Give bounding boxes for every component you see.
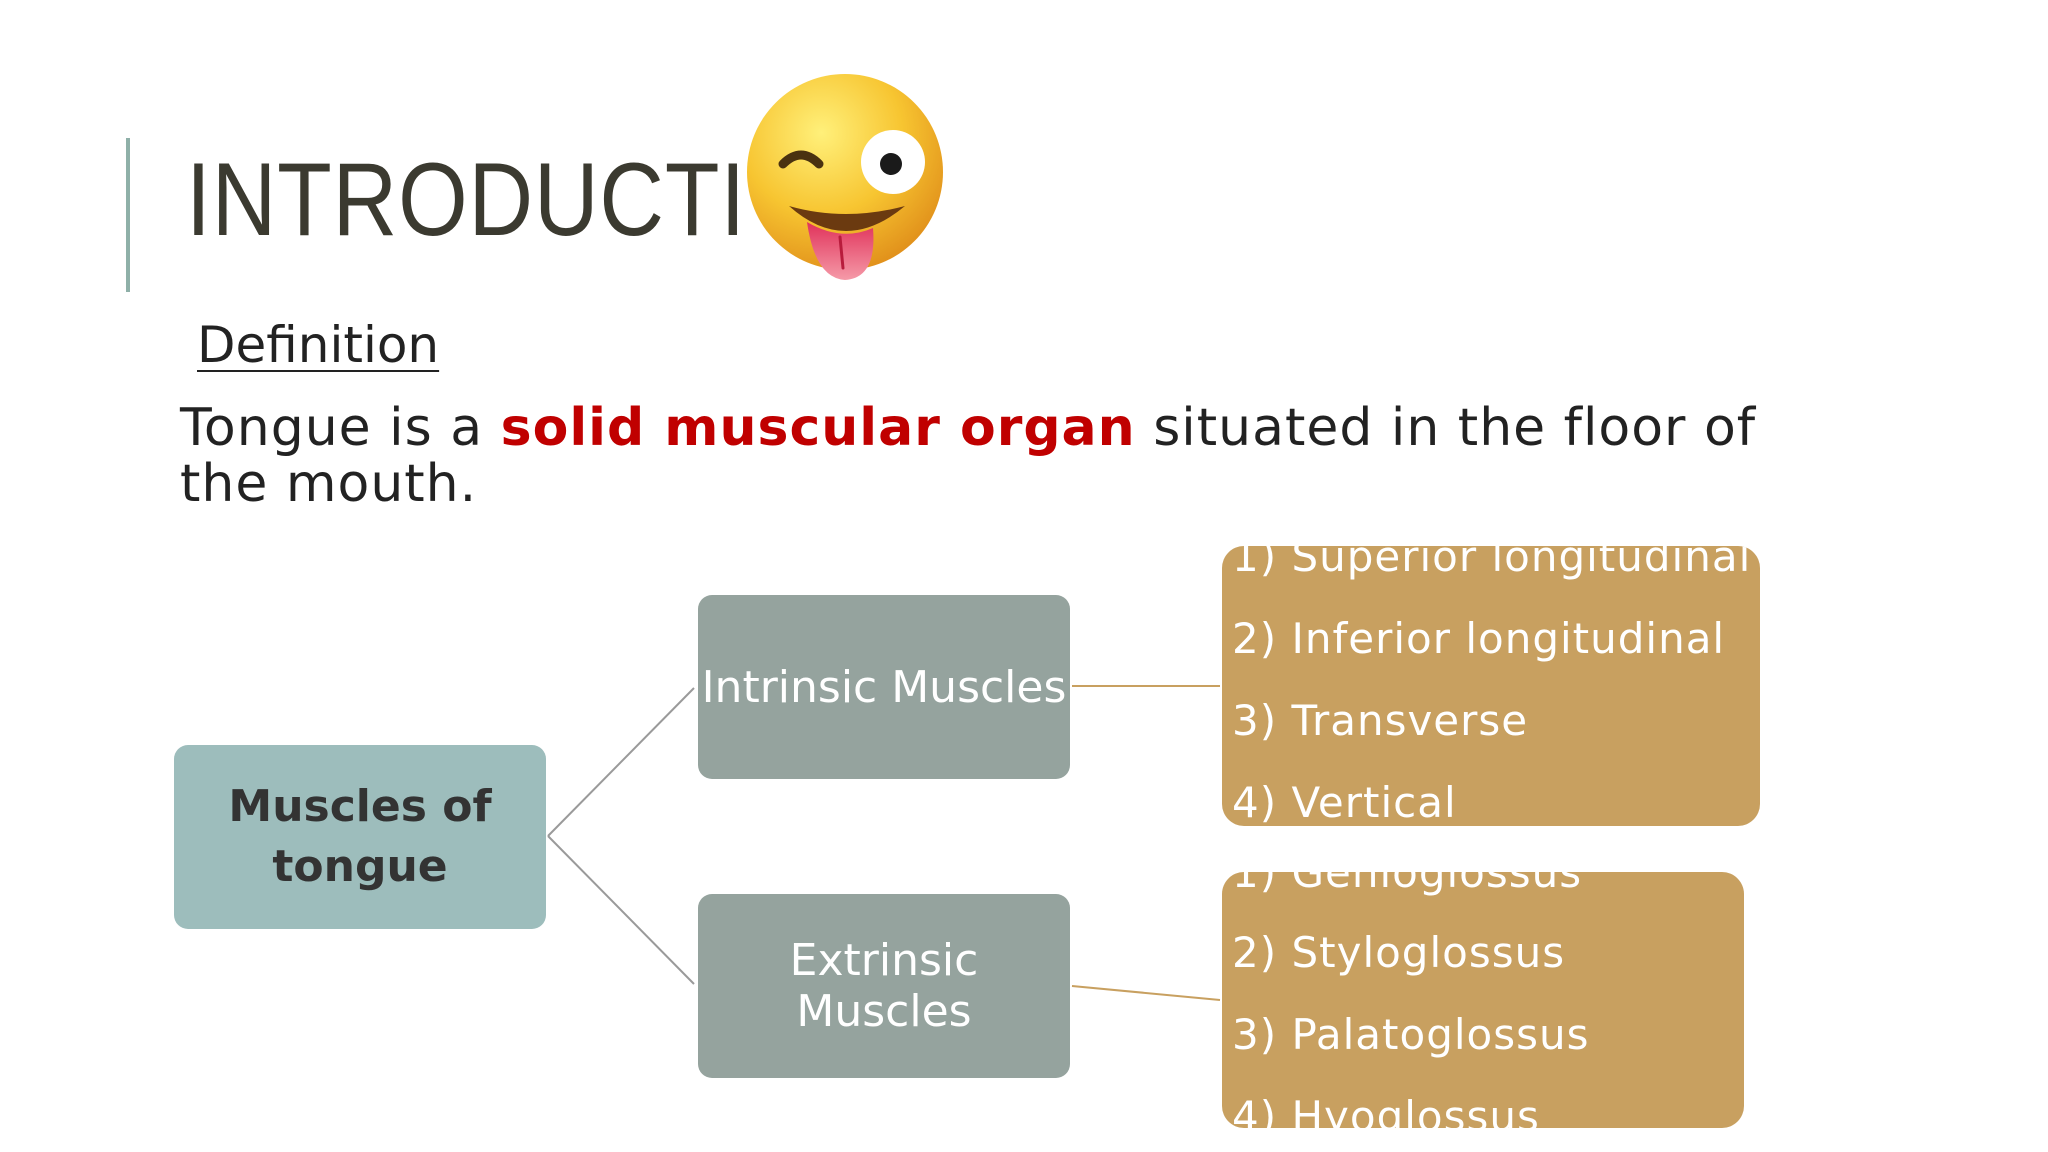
list-item: 3) Palatoglossus: [1232, 1010, 1590, 1059]
definition-text: Tongue is a solid muscular organ situate…: [180, 400, 1780, 512]
definition-text-start: Tongue is a: [180, 398, 501, 458]
list-item: 4) Vertical: [1232, 778, 1457, 826]
definition-text-end: situated in the floor of the mouth.: [180, 398, 1757, 514]
list-item: 2) Inferior longitudinal: [1232, 614, 1726, 663]
list-item: 2) Styloglossus: [1232, 928, 1566, 977]
definition-highlight: solid muscular organ: [500, 398, 1136, 458]
node-intrinsic-muscles: Intrinsic Muscles: [698, 595, 1070, 779]
root-to-intrinsic-connector: [547, 687, 695, 837]
intrinsic-muscles-list: 1) Superior longitudinal 2) Inferior lon…: [1222, 546, 1760, 826]
list-item: 1) Genioglossus: [1232, 872, 1583, 897]
root-to-extrinsic-connector: [547, 835, 695, 985]
list-item: 3) Transverse: [1232, 696, 1529, 745]
extrinsic-muscles-list: 1) Genioglossus 2) Styloglossus 3) Palat…: [1222, 872, 1744, 1128]
list-item: 4) Hyoglossus: [1232, 1092, 1540, 1128]
list-item: 1) Superior longitudinal: [1232, 546, 1752, 581]
title-accent-bar: [126, 138, 130, 292]
slide-title: INTRODUCTI: [186, 142, 747, 258]
root-node-muscles-of-tongue: Muscles of tongue: [174, 745, 546, 929]
node-extrinsic-muscles: Extrinsic Muscles: [698, 894, 1070, 1078]
definition-heading: Definition: [197, 316, 440, 374]
extrinsic-to-list-connector: [1071, 985, 1221, 1001]
winking-face-with-tongue-icon: [747, 74, 943, 280]
